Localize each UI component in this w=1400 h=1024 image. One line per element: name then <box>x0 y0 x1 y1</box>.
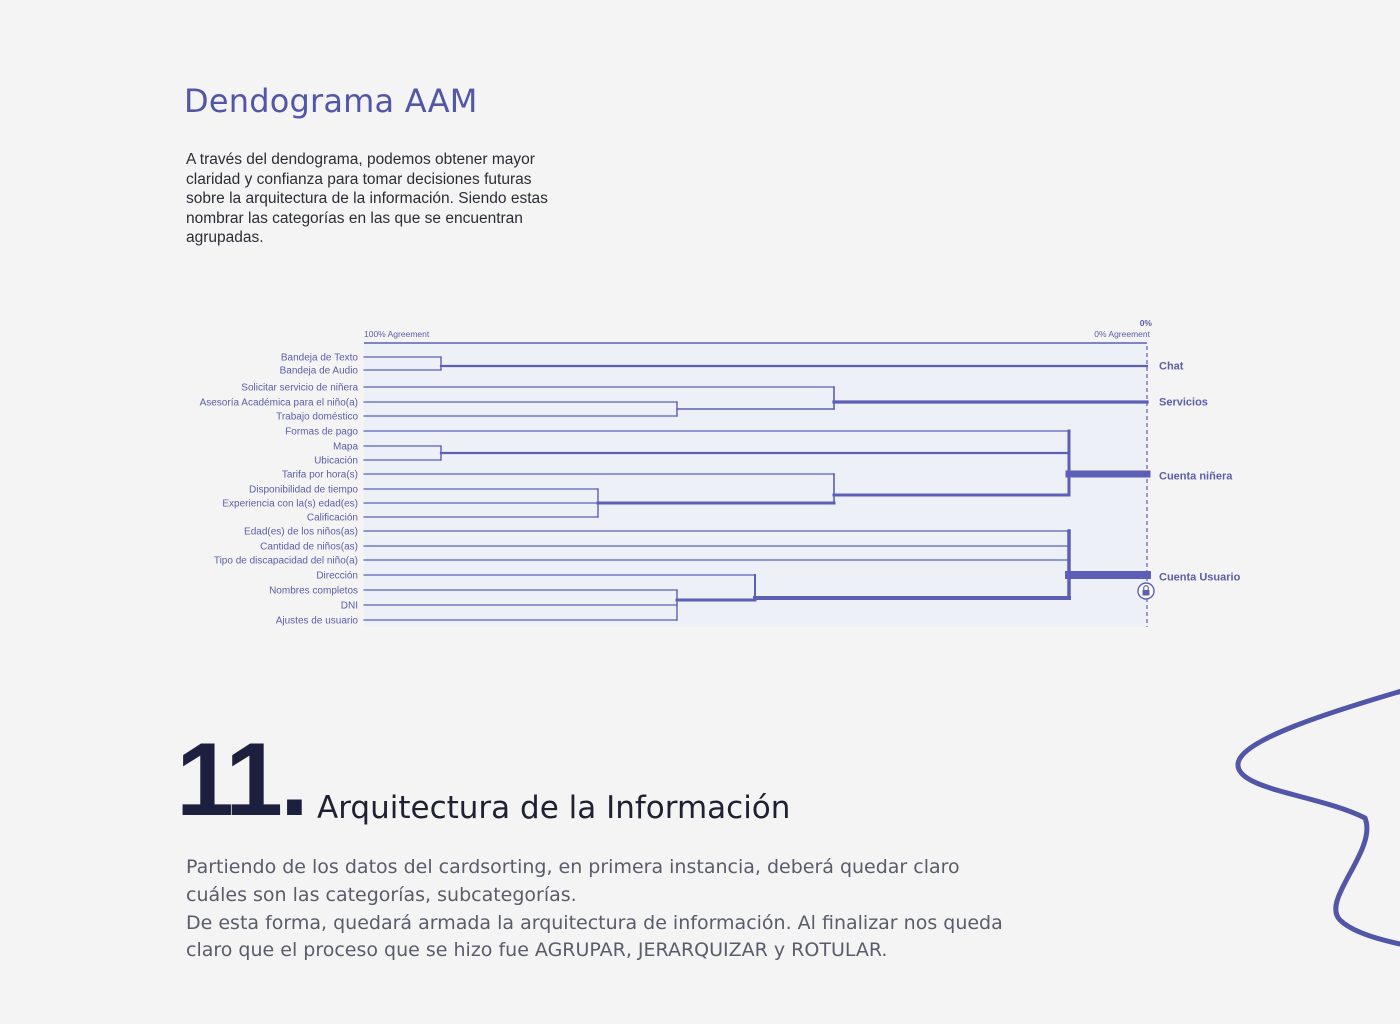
cluster-label: Chat <box>1159 361 1184 373</box>
section-paragraph-1: Partiendo de los datos del cardsorting, … <box>186 856 960 906</box>
cluster-label: Cuenta Usuario <box>1159 572 1241 584</box>
page-title: Dendograma AAM <box>184 82 478 120</box>
intro-paragraph: A través del dendograma, podemos obtener… <box>186 151 548 247</box>
lock-icon-body <box>1142 590 1150 596</box>
axis-right-label: 0% Agreement <box>1094 329 1150 339</box>
lock-icon <box>1137 582 1155 600</box>
leaf-label: Nombres completos <box>269 586 358 597</box>
leaf-label: Mapa <box>333 442 358 453</box>
leaf-label: Edad(es) de los niños(as) <box>244 527 358 538</box>
leaf-label: Cantidad de niños(as) <box>260 542 358 553</box>
leaf-label: Formas de pago <box>285 427 358 438</box>
leaf-label: Ubicación <box>314 456 358 467</box>
leaf-label: Disponibilidad de tiempo <box>249 485 358 496</box>
leaf-label: Tipo de discapacidad del niño(a) <box>214 556 358 567</box>
lock-icon-shackle <box>1143 585 1149 590</box>
section-body: Partiendo de los datos del cardsorting, … <box>186 854 1016 965</box>
leaf-label: Calificación <box>307 513 358 524</box>
leaf-label: Ajustes de usuario <box>276 616 359 627</box>
leaf-label: Trabajo doméstico <box>276 412 358 423</box>
cluster-label: Servicios <box>1159 397 1208 409</box>
leaf-label: Bandeja de Audio <box>280 366 359 377</box>
leaf-label: Experiencia con la(s) edad(es) <box>222 499 358 510</box>
axis-left-label: 100% Agreement <box>364 329 430 339</box>
chart-background <box>364 343 1147 627</box>
axis-right-top-label: 0% <box>1140 318 1153 328</box>
leaf-label: Tarifa por hora(s) <box>282 470 358 481</box>
leaf-label: Solicitar servicio de niñera <box>241 383 358 394</box>
section-number: 11. <box>176 722 309 838</box>
leaf-label: DNI <box>341 601 358 612</box>
section-title: Arquitectura de la Información <box>317 790 791 826</box>
cluster-label: Cuenta niñera <box>1159 471 1233 483</box>
section-paragraph-2: De esta forma, quedará armada la arquite… <box>186 911 1003 962</box>
leaf-label: Asesoría Académica para el niño(a) <box>200 398 358 409</box>
leaf-label: Bandeja de Texto <box>281 353 359 364</box>
leaf-label: Dirección <box>316 571 358 582</box>
